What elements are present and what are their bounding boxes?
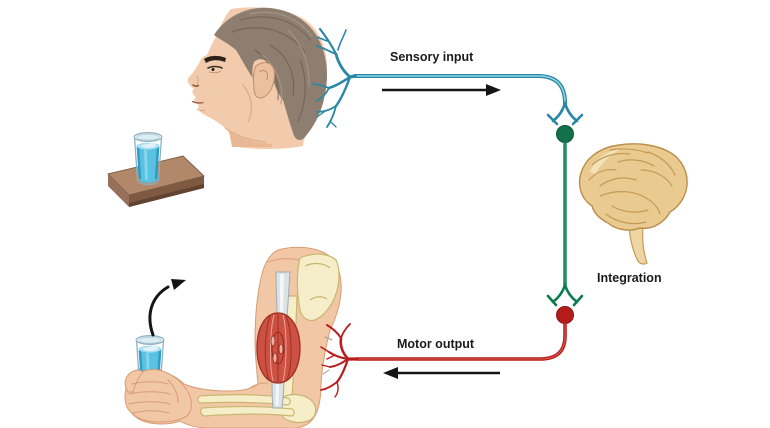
sensory-nerve-endings-icon bbox=[312, 27, 357, 128]
shoulder-bone-notch bbox=[309, 296, 328, 301]
shoulder-bone-line bbox=[304, 262, 331, 269]
motor-output-label: Motor output bbox=[397, 337, 475, 351]
eye-icon bbox=[207, 65, 223, 69]
neck-shadow bbox=[228, 130, 272, 147]
arm-illustration bbox=[124, 246, 342, 428]
cheek-contour bbox=[242, 84, 253, 123]
sensory-synapse-fork-icon bbox=[546, 101, 584, 126]
sensory-input-label: Sensory input bbox=[390, 50, 474, 64]
eyebrow bbox=[204, 55, 226, 63]
hair-highlights bbox=[249, 11, 313, 105]
integration-label: Integration bbox=[597, 271, 662, 285]
nostril bbox=[192, 84, 200, 87]
nose-line bbox=[195, 75, 199, 87]
jaw-contour bbox=[224, 127, 267, 143]
sensory-neuron-path bbox=[312, 27, 584, 128]
interneuron-path bbox=[546, 125, 584, 307]
motor-nerve-twigs bbox=[322, 336, 333, 375]
biceps-muscle-icon bbox=[256, 312, 301, 384]
radius-bone bbox=[197, 394, 291, 406]
eye-pupil bbox=[211, 68, 215, 71]
tendons bbox=[271, 271, 291, 409]
sensory-arrow-icon bbox=[382, 84, 501, 96]
motor-arrow-icon bbox=[383, 367, 500, 379]
ulna-bone bbox=[200, 406, 295, 417]
head-profile-illustration bbox=[187, 7, 328, 149]
mouth-line bbox=[191, 100, 204, 104]
hand bbox=[124, 369, 192, 423]
ear-icon bbox=[252, 62, 275, 99]
motor-nerve-endings-icon bbox=[320, 323, 359, 398]
shoulder-bone bbox=[296, 253, 340, 322]
hair bbox=[214, 7, 327, 141]
chin-crease bbox=[196, 108, 206, 112]
finger-lines bbox=[128, 379, 179, 414]
interneuron-soma-icon bbox=[556, 125, 574, 143]
motor-neuron-soma-icon bbox=[556, 306, 574, 324]
lift-arrow-icon bbox=[148, 279, 186, 337]
ear-inner bbox=[258, 69, 268, 81]
motor-neuron-path bbox=[320, 306, 574, 398]
brain-icon bbox=[578, 143, 688, 265]
interneuron-synapse-fork-icon bbox=[546, 283, 584, 307]
eye-lower-lid bbox=[208, 70, 222, 74]
brain-gyri bbox=[588, 148, 676, 225]
